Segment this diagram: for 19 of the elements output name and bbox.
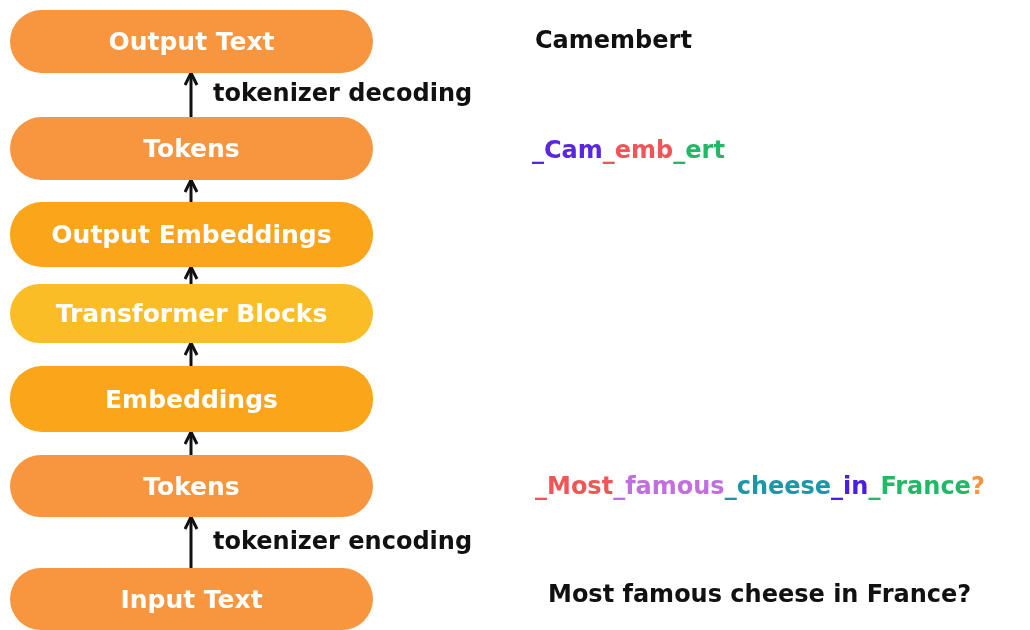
token-sequence: _Cam_emb_ert — [532, 136, 725, 164]
edge-label: tokenizer encoding — [213, 526, 473, 555]
edge-label: tokenizer decoding — [213, 79, 473, 107]
arrow — [183, 71, 199, 117]
process-box: Transformer Blocks — [10, 284, 373, 343]
process-box: Output Text — [10, 10, 373, 73]
process-box: Input Text — [10, 568, 373, 630]
process-box: Output Embeddings — [10, 202, 373, 267]
token-sequence: _Most_famous_cheese_in_France? — [535, 472, 985, 500]
arrow — [183, 178, 199, 202]
arrow — [183, 341, 199, 366]
sample-text: Camembert — [535, 26, 692, 54]
arrow — [183, 265, 199, 284]
process-box: Embeddings — [10, 366, 373, 432]
process-box: Tokens — [10, 455, 373, 517]
arrow — [183, 430, 199, 455]
sample-text: Most famous cheese in France? — [548, 580, 972, 608]
process-box: Tokens — [10, 117, 373, 180]
arrow — [183, 515, 199, 568]
